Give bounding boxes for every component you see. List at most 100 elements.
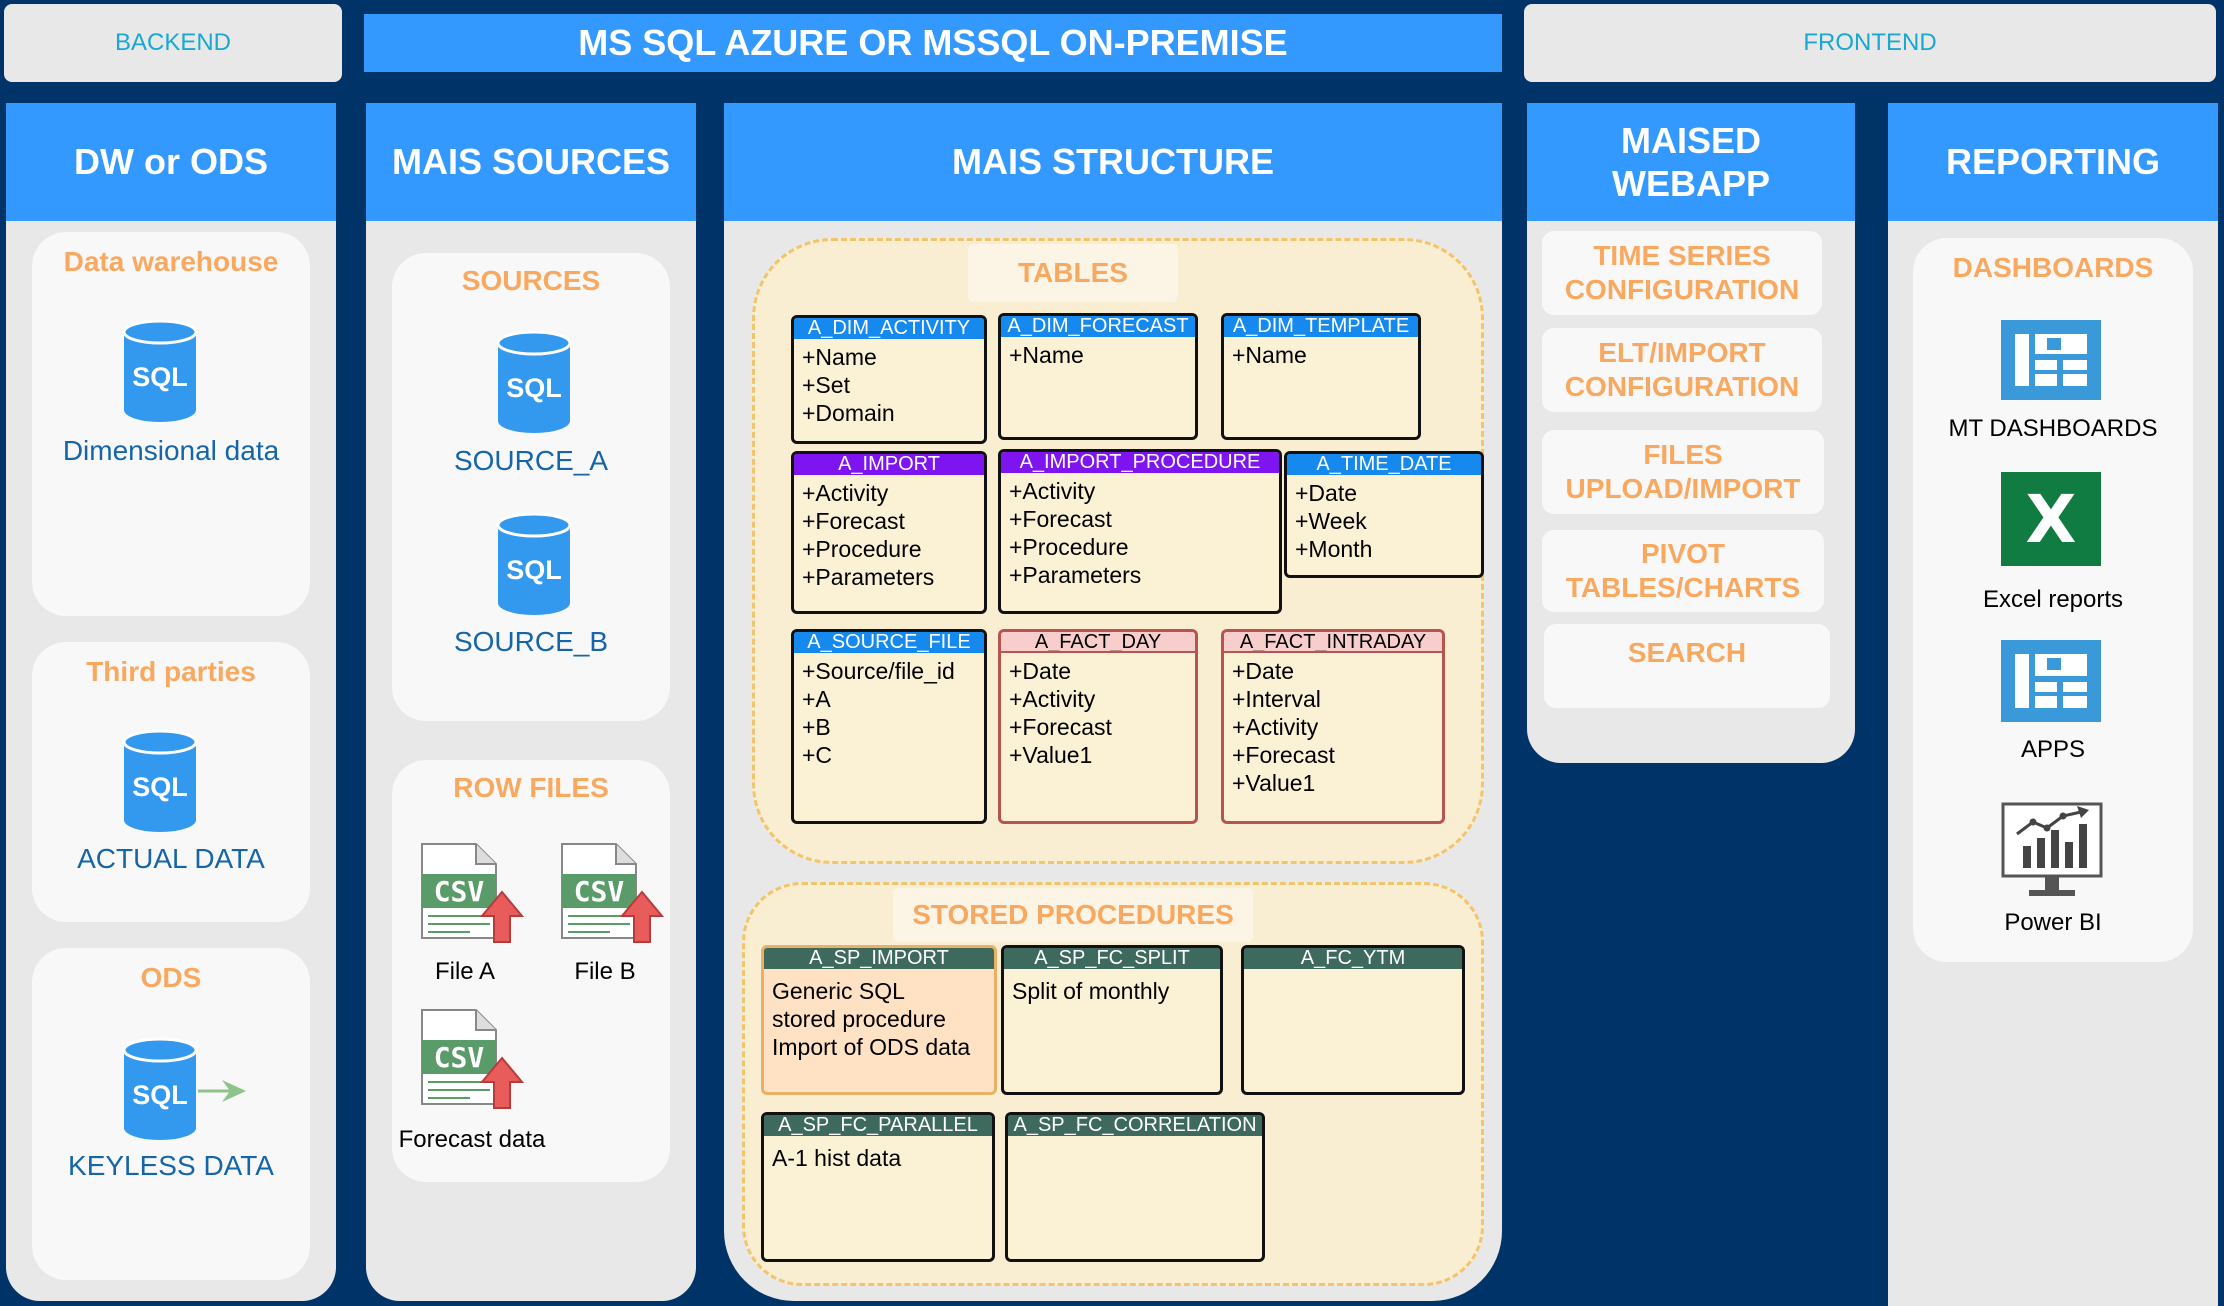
card-title: Third parties (86, 656, 256, 687)
procedure-line: Split of monthly (1012, 978, 1170, 1004)
excel-x-text: X (2026, 481, 2077, 558)
item-line: UPLOAD/IMPORT (1565, 473, 1801, 504)
item-line: SEARCH (1627, 637, 1747, 668)
procedure-line: Generic SQL (772, 978, 905, 1004)
dw-ods-header: DW or ODS (6, 103, 336, 221)
file-a-label: File A (434, 958, 496, 985)
table-fields: +Date +Activity +Forecast +Value1 (1001, 653, 1195, 773)
table-field: +Forecast (1009, 714, 1112, 740)
search-item: SEARCH (1544, 624, 1830, 708)
csv-text: CSV (434, 875, 485, 908)
apps-icon (2001, 640, 2101, 722)
table-field: +Forecast (802, 508, 905, 534)
item-line: CONFIGURATION (1564, 371, 1800, 402)
table-field: +Value1 (1232, 770, 1316, 796)
table-name: A_TIME_DATE (1287, 454, 1481, 475)
table-field: +Activity (802, 480, 889, 506)
table-field: +Name (802, 344, 877, 370)
procedure-name: A_FC_YTM (1244, 948, 1462, 969)
procedure-desc: A-1 hist data (764, 1136, 992, 1176)
dashboard-icon (2001, 320, 2101, 400)
tables-label: TABLES (968, 244, 1178, 302)
page-title: MS SQL AZURE OR MSSQL ON-PREMISE (364, 14, 1502, 72)
item-line: PIVOT (1640, 538, 1725, 569)
sql-text: SQL (506, 555, 562, 585)
table-fields: +Name (1001, 337, 1195, 373)
table-a-dim-template: A_DIM_TEMPLATE +Name (1221, 313, 1421, 440)
table-fields: +Activity +Forecast +Procedure +Paramete… (1001, 473, 1279, 593)
keyless-data-label: KEYLESS DATA (68, 1150, 274, 1181)
table-field: +Forecast (1232, 742, 1335, 768)
proc-a-sp-fc-correlation: A_SP_FC_CORRELATION (1005, 1112, 1265, 1262)
procedure-name: A_SP_FC_PARALLEL (764, 1115, 992, 1136)
mais-sources-header: MAIS SOURCES (366, 103, 696, 221)
table-field: +Date (1295, 480, 1358, 506)
mais-structure-header: MAIS STRUCTURE (724, 103, 1502, 221)
card-title: SOURCES (461, 265, 601, 296)
table-name: A_FACT_DAY (1001, 632, 1195, 653)
item-line: TABLES/CHARTS (1565, 572, 1801, 603)
csv-text: CSV (574, 875, 625, 908)
table-field: +Name (1232, 342, 1307, 368)
proc-a-fc-ytm: A_FC_YTM (1241, 945, 1465, 1095)
procedure-line: stored procedure (772, 1006, 946, 1032)
table-a-dim-forecast: A_DIM_FORECAST +Name (998, 313, 1198, 440)
table-a-dim-activity: A_DIM_ACTIVITY +Name +Set +Domain (791, 315, 987, 444)
table-a-source-file: A_SOURCE_FILE +Source/file_id +A +B +C (791, 629, 987, 824)
table-field: +Date (1009, 658, 1072, 684)
procedure-desc: Split of monthly (1004, 969, 1220, 1009)
table-field: +Name (1009, 342, 1084, 368)
procedure-line: A-1 hist data (772, 1145, 902, 1171)
table-a-import-procedure: A_IMPORT_PROCEDURE +Activity +Forecast +… (998, 449, 1282, 614)
power-bi-label: Power BI (2004, 909, 2102, 936)
item-line: FILES (1643, 439, 1723, 470)
ods-card: ODS SQL KEYLESS DATA (32, 948, 310, 1280)
table-a-fact-day: A_FACT_DAY +Date +Activity +Forecast +Va… (998, 629, 1198, 824)
forecast-data-label: Forecast data (398, 1126, 546, 1153)
excel-icon: X (2001, 472, 2101, 566)
files-upload-import-item: FILES UPLOAD/IMPORT (1542, 430, 1824, 514)
table-field: +Domain (802, 400, 895, 426)
csv-text: CSV (434, 1041, 485, 1074)
procedure-desc: Generic SQL stored procedure Import of O… (764, 969, 994, 1065)
webapp-title-line1: MAISED (1620, 119, 1761, 161)
database-icon: SQL (496, 513, 572, 615)
proc-a-sp-fc-parallel: A_SP_FC_PARALLEL A-1 hist data (761, 1112, 995, 1262)
table-field: +Parameters (802, 564, 935, 590)
database-icon: SQL (122, 1038, 198, 1140)
card-title: ROW FILES (453, 772, 609, 803)
table-field: +Forecast (1009, 506, 1112, 532)
procedure-name: A_SP_FC_SPLIT (1004, 948, 1220, 969)
table-field: +Activity (1009, 686, 1096, 712)
frontend-tab: FRONTEND (1524, 4, 2216, 82)
sources-card: SOURCES SQL SOURCE_A SQL SOURCE_B (392, 253, 670, 721)
table-a-fact-intraday: A_FACT_INTRADAY +Date +Interval +Activit… (1221, 629, 1445, 824)
sql-text: SQL (132, 1080, 188, 1110)
table-field: +A (802, 686, 831, 712)
webapp-header: MAISED WEBAPP (1527, 103, 1855, 221)
mt-dashboards-label: MT DASHBOARDS (1948, 415, 2158, 442)
procedure-line: Import of ODS data (772, 1034, 971, 1060)
table-name: A_DIM_ACTIVITY (794, 318, 984, 339)
reporting-header: REPORTING (1888, 103, 2218, 221)
third-parties-card: Third parties SQL ACTUAL DATA (32, 642, 310, 922)
csv-upload-icon: CSV (561, 843, 664, 943)
table-fields: +Source/file_id +A +B +C (794, 653, 984, 773)
item-line: ELT/IMPORT (1598, 337, 1766, 368)
dimensional-data-label: Dimensional data (62, 435, 280, 466)
source-b-label: SOURCE_B (453, 626, 609, 657)
table-fields: +Name (1224, 337, 1418, 373)
item-line: CONFIGURATION (1564, 274, 1800, 305)
database-icon: SQL (496, 331, 572, 433)
row-files-card: ROW FILES CSV File A CSV File B CSV Fore… (392, 760, 670, 1182)
excel-reports-label: Excel reports (1982, 586, 2124, 613)
elt-import-config-item: ELT/IMPORT CONFIGURATION (1542, 328, 1822, 412)
card-title: DASHBOARDS (1952, 252, 2154, 283)
dashboards-card: DASHBOARDS MT DASHBOARDS X Excel reports… (1913, 238, 2193, 962)
sql-text: SQL (132, 362, 188, 392)
apps-label: APPS (2020, 736, 2086, 763)
table-fields: +Date +Week +Month (1287, 475, 1481, 567)
card-title: ODS (140, 962, 202, 993)
table-field: +Date (1232, 658, 1295, 684)
sql-text: SQL (132, 772, 188, 802)
